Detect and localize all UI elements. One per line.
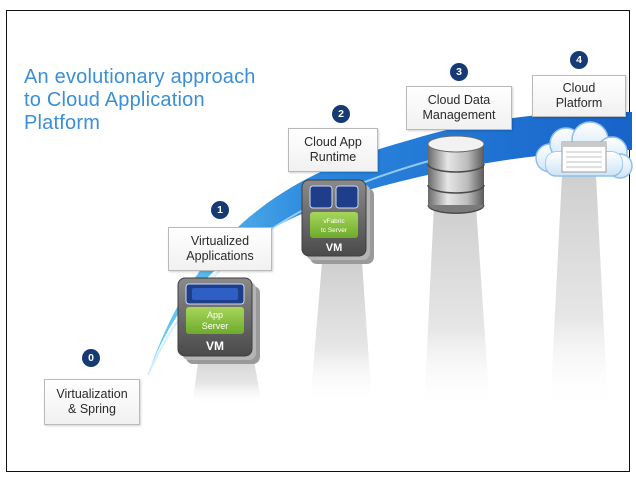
vm1-label: VM (206, 339, 224, 353)
vm-stack-icon-1: App Server VM (177, 277, 260, 364)
step-1-badge: 1 (211, 201, 229, 219)
vm2-app-line2: tc Server (321, 227, 348, 234)
vm2-app-line1: vFabric (323, 218, 345, 225)
beam-3 (424, 205, 490, 410)
vm1-app-line1: App (207, 310, 223, 320)
step-2-label: Cloud App Runtime (288, 128, 378, 172)
vm2-label: VM (326, 242, 343, 254)
step-4-badge: 4 (570, 51, 588, 69)
step-0-label: Virtualization & Spring (44, 379, 140, 425)
step-0-badge: 0 (82, 349, 100, 367)
vm-stack-icon-2: vFabric tc Server VM (301, 179, 374, 264)
step-2-badge: 2 (332, 105, 350, 123)
step-3-badge: 3 (450, 63, 468, 81)
step-1-label: Virtualized Applications (168, 227, 272, 271)
step-4-label: Cloud Platform (532, 75, 626, 117)
cloud-icon (535, 121, 633, 179)
beam-4 (550, 175, 608, 410)
database-icon (427, 135, 485, 214)
vm1-app-line2: Server (202, 321, 229, 331)
slide-title: An evolutionary approach to Cloud Applic… (24, 66, 256, 134)
slide-frame (6, 10, 630, 472)
step-3-label: Cloud Data Management (406, 86, 512, 130)
beam-2 (310, 262, 372, 405)
